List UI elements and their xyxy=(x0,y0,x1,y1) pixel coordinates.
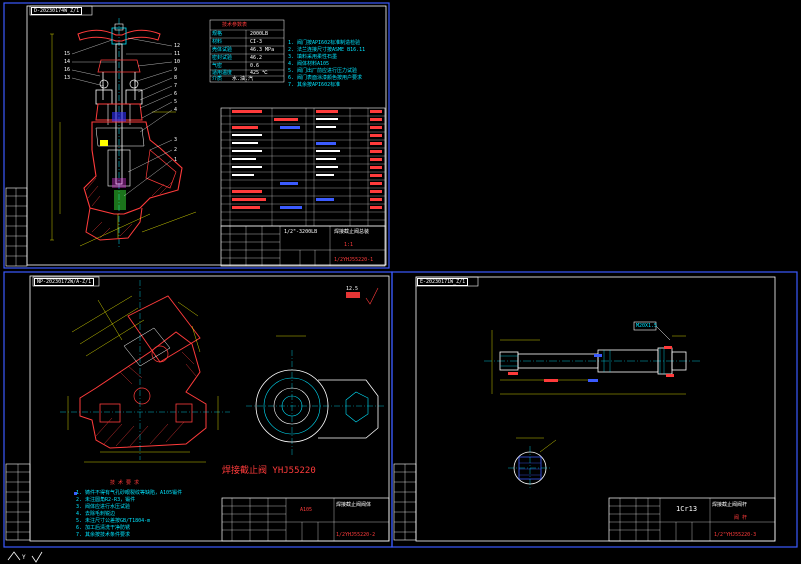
stem-cross-section xyxy=(508,437,557,490)
spec-key: 密封试验 xyxy=(212,55,233,61)
balloon: 9 xyxy=(174,67,178,73)
sheet-3-stem xyxy=(391,271,798,548)
drawing-number: 1/2YHJ55220-1 xyxy=(334,257,374,263)
title-company: 焊接截止阀阀体 xyxy=(336,502,372,508)
roughness-value: 12.5 xyxy=(346,286,359,292)
requirement: 4. 去除毛刺锐边 xyxy=(76,511,116,517)
spec-key: 材料 xyxy=(212,39,223,45)
stem-elevation-view xyxy=(484,321,700,395)
balloon: 7 xyxy=(174,83,178,89)
spec-value: 0.6 xyxy=(250,63,260,69)
drawing-number: 1/2"YHJ55220-3 xyxy=(714,532,757,538)
title-company: 焊接截止阀阀杆 xyxy=(712,502,748,508)
material: 1Cr13 xyxy=(676,505,698,513)
body-section-view xyxy=(60,280,230,463)
spec-value: 46.3 MPa xyxy=(250,47,275,53)
spec-table-title: 技术参数表 xyxy=(222,22,248,28)
balloon: 14 xyxy=(64,59,71,65)
spec-value: 水.油.汽 xyxy=(232,76,254,82)
balloon: 2 xyxy=(174,147,178,153)
balloon: 10 xyxy=(174,59,181,65)
balloon: 4 xyxy=(174,107,178,113)
assembly-note: 6. 阀门表面涂漆颜色按用户要求 xyxy=(288,75,363,81)
title-scale: 1:1 xyxy=(344,242,354,248)
title-code: 1/2"-3200LB xyxy=(284,229,318,235)
spec-value: 425 ℃ xyxy=(250,70,268,76)
requirement: 5. 未注尺寸公差按GB/T1804-m xyxy=(76,518,151,524)
requirement: 6. 加工后清洗干净防锈 xyxy=(76,525,131,531)
spec-key: 介质 xyxy=(212,76,223,82)
assembly-note: 3. 填料采用柔性石墨 xyxy=(288,54,338,60)
requirements-block xyxy=(74,492,77,495)
part-stamp: 焊接截止阀 YHJ55220 xyxy=(222,466,316,476)
title-block-1 xyxy=(220,225,386,267)
spec-value: CI-3 xyxy=(250,39,263,45)
drawing-number: 1/2YHJ55220-2 xyxy=(336,532,376,538)
assembly-note: 5. 阀门出厂前应进行压力试验 xyxy=(288,68,358,74)
title-company: 焊接截止阀总装 xyxy=(334,229,370,235)
balloon: 11 xyxy=(174,51,181,57)
spec-value: 2000LB xyxy=(250,31,269,37)
callout: M20X1.5 xyxy=(636,323,658,329)
balloon: 12 xyxy=(174,43,181,49)
balloon: 8 xyxy=(174,75,178,81)
requirement: 1. 铸件不得有气孔砂眼裂纹等缺陷，A105锻件 xyxy=(76,490,183,496)
valve-assembly-view xyxy=(50,18,197,248)
material: A105 xyxy=(300,507,313,513)
sheet-1-tag: D-20230174W_Z/1 xyxy=(31,7,83,15)
sheet-2-tag: NP-20230172W/A-Z/1 xyxy=(34,278,95,286)
spec-key: 规格 xyxy=(212,31,223,37)
requirement: 7. 其余按技术条件要求 xyxy=(76,532,131,538)
sheet-3-tag: E-20230171W_Z/1 xyxy=(417,278,469,286)
ucs-icon xyxy=(7,551,43,563)
requirements-title: 技 术 要 求 xyxy=(110,480,140,486)
sheet-1-assembly xyxy=(3,2,390,269)
balloon: 3 xyxy=(174,137,178,143)
spec-key: 适用温度 xyxy=(212,70,233,76)
spec-value: 46.2 xyxy=(250,55,263,61)
balloon: 5 xyxy=(174,99,178,105)
title-block-2 xyxy=(221,497,390,542)
assembly-note: 2. 法兰连接尺寸按ASME B16.11 xyxy=(288,47,366,53)
balloon: 16 xyxy=(64,67,71,73)
assembly-note: 1. 阀门按API602标准制造检验 xyxy=(288,40,361,46)
assembly-note: 7. 其余按API602标准 xyxy=(288,82,341,88)
ucs-label: Y xyxy=(22,554,26,561)
spec-key: 壳体试验 xyxy=(212,47,233,53)
requirement: 2. 未注圆角R2-R3，锻件 xyxy=(76,497,136,503)
balloon: 1 xyxy=(174,157,178,163)
balloon: 13 xyxy=(64,75,71,81)
spec-table xyxy=(209,19,285,83)
part-name: 阀 杆 xyxy=(734,515,748,521)
spec-key: 气密 xyxy=(212,63,223,69)
body-end-view xyxy=(246,335,386,456)
assembly-note: 4. 阀体材料A105 xyxy=(288,61,330,67)
balloon: 15 xyxy=(64,51,71,57)
balloon: 6 xyxy=(174,91,178,97)
requirement: 3. 阀体应进行水压试验 xyxy=(76,504,131,510)
title-block-3 xyxy=(608,497,776,542)
